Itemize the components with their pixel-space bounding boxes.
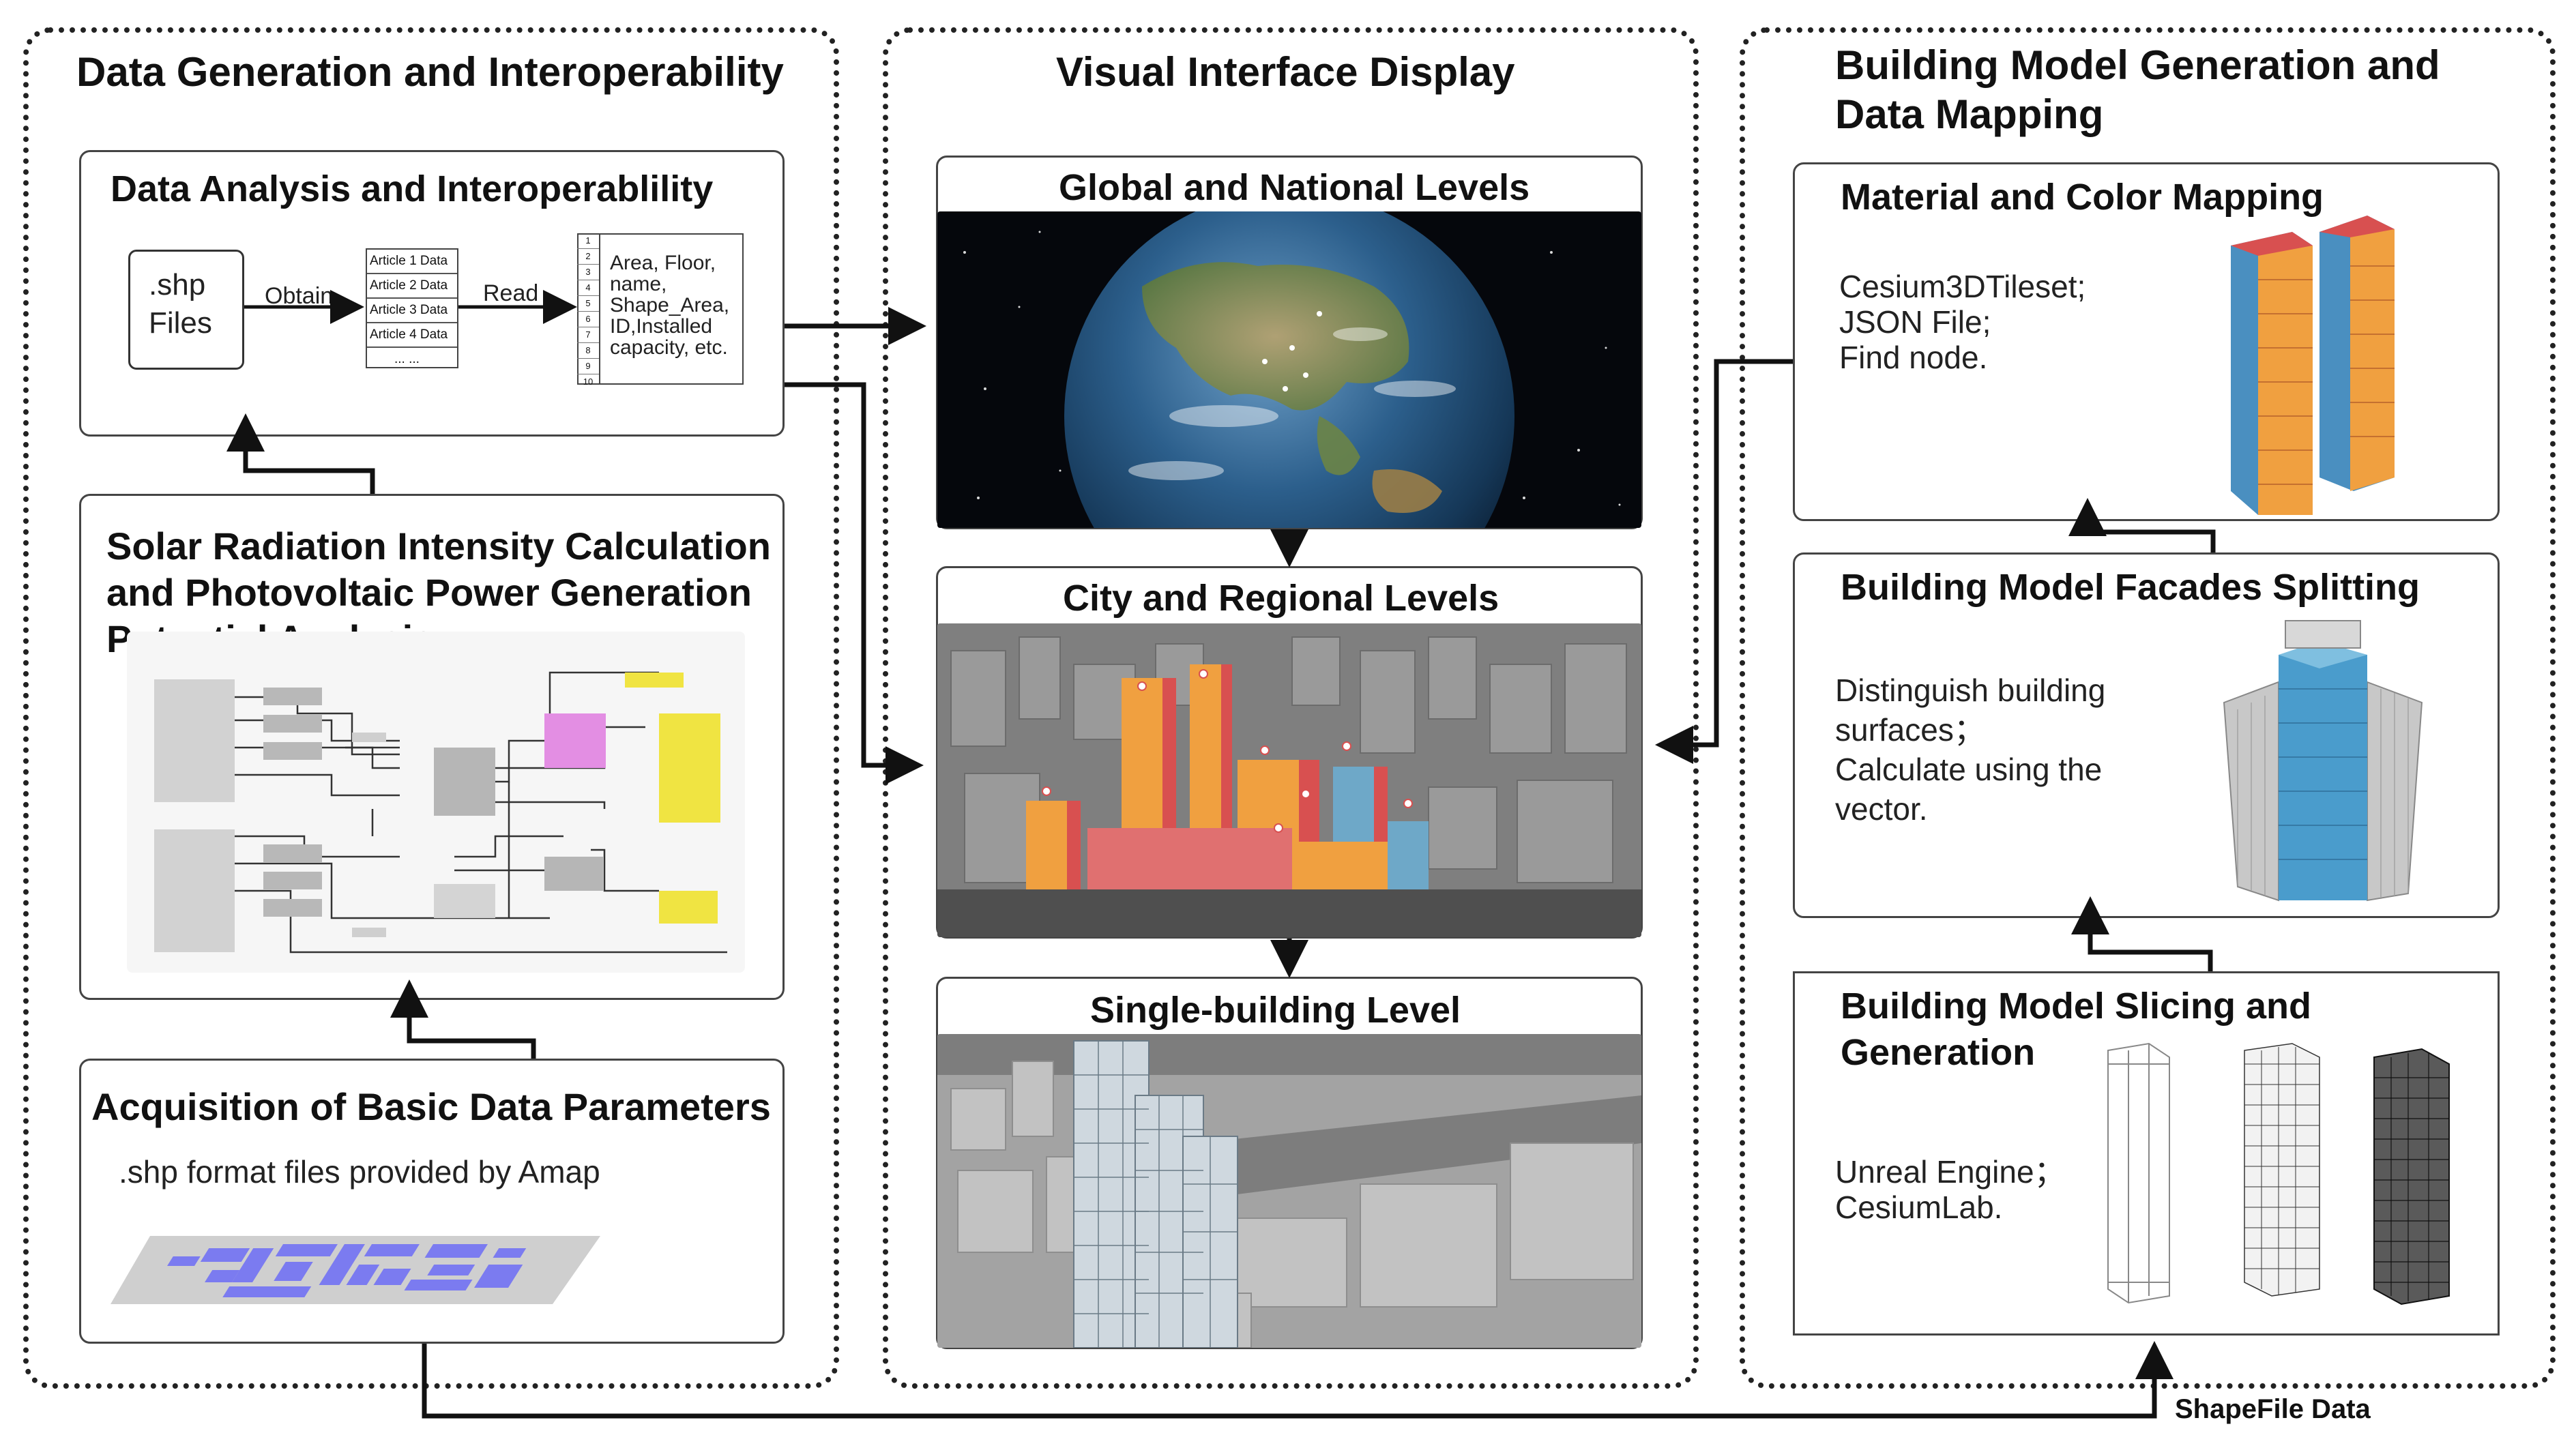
acquisition-title: Acquisition of Basic Data Parameters <box>91 1085 771 1128</box>
row-number: 3 <box>577 265 599 280</box>
row-number: 6 <box>577 312 599 327</box>
field-table <box>577 233 744 385</box>
data-analysis-title: Data Analysis and Interoperablility <box>111 168 714 209</box>
row-number: 2 <box>577 249 599 265</box>
single-building-title: Single-building Level <box>1090 990 1461 1031</box>
read-label: Read <box>483 280 539 306</box>
slicing-title-2: Generation <box>1841 1032 2036 1073</box>
node-graph-image <box>127 632 745 973</box>
material-line-2: JSON File; <box>1839 304 1991 340</box>
article-list: Article 1 Data Article 2 Data Article 3 … <box>366 248 458 368</box>
row-number: 1 <box>577 233 599 249</box>
single-building-image <box>937 1034 1641 1348</box>
shp-files-line2: Files <box>149 306 212 340</box>
panel-title-data-generation: Data Generation and Interoperability <box>76 49 784 95</box>
article-item: Article 4 Data <box>367 323 457 348</box>
facade-split-tower-image <box>2210 607 2435 907</box>
global-level-title: Global and National Levels <box>1059 167 1530 208</box>
shp-files-line1: .shp <box>149 268 206 301</box>
shapefile-data-label: ShapeFile Data <box>2175 1394 2371 1424</box>
slicing-title-1: Building Model Slicing and <box>1841 986 2311 1027</box>
material-line-1: Cesium3DTileset; <box>1839 269 2086 304</box>
panel-title-building-model-1: Building Model Generation and <box>1835 42 2440 88</box>
field-list-text: Area, Floor, name, Shape_Area, ID,Instal… <box>610 252 730 359</box>
field-table-row-numbers: 1 2 3 4 5 6 7 8 9 10 <box>577 233 600 387</box>
slicing-line-2: CesiumLab. <box>1835 1190 2003 1225</box>
acquisition-description: .shp format files provided by Amap <box>119 1154 600 1190</box>
colored-tower-image <box>2217 205 2422 518</box>
article-item: Article 2 Data <box>367 274 457 299</box>
facades-line-3: Calculate using the <box>1835 752 2103 787</box>
city-level-title: City and Regional Levels <box>1063 578 1499 619</box>
material-mapping-title: Material and Color Mapping <box>1841 177 2324 218</box>
globe-image <box>937 211 1641 528</box>
row-number: 8 <box>577 343 599 359</box>
row-number: 9 <box>577 359 599 374</box>
facades-splitting-title: Building Model Facades Splitting <box>1841 567 2420 608</box>
facades-line-1: Distinguish building <box>1835 673 2106 708</box>
city-model-image <box>937 623 1641 937</box>
amap-shapefile-image <box>102 1228 600 1307</box>
material-line-3: Find node. <box>1839 340 1988 375</box>
obtain-label: Obtain <box>265 283 334 309</box>
facades-line-2: surfaces； <box>1835 712 1985 748</box>
panel-title-visual-interface: Visual Interface Display <box>1056 49 1515 95</box>
article-item: Article 3 Data <box>367 299 457 323</box>
slicing-line-1: Unreal Engine； <box>1835 1154 2066 1190</box>
panel-title-building-model-2: Data Mapping <box>1835 91 2104 137</box>
row-number: 4 <box>577 280 599 296</box>
sliced-models-image <box>2094 1037 2476 1310</box>
solar-analysis-title-1: Solar Radiation Intensity Calculation <box>106 525 771 567</box>
article-item: Article 1 Data <box>367 250 457 274</box>
row-number: 5 <box>577 296 599 312</box>
row-number: 10 <box>583 377 594 387</box>
solar-analysis-title-2: and Photovoltaic Power Generation <box>106 571 752 614</box>
shp-files-box <box>128 250 244 370</box>
facades-line-4: vector. <box>1835 791 1928 827</box>
article-item: ... ... <box>394 352 420 366</box>
row-number: 7 <box>577 327 599 343</box>
